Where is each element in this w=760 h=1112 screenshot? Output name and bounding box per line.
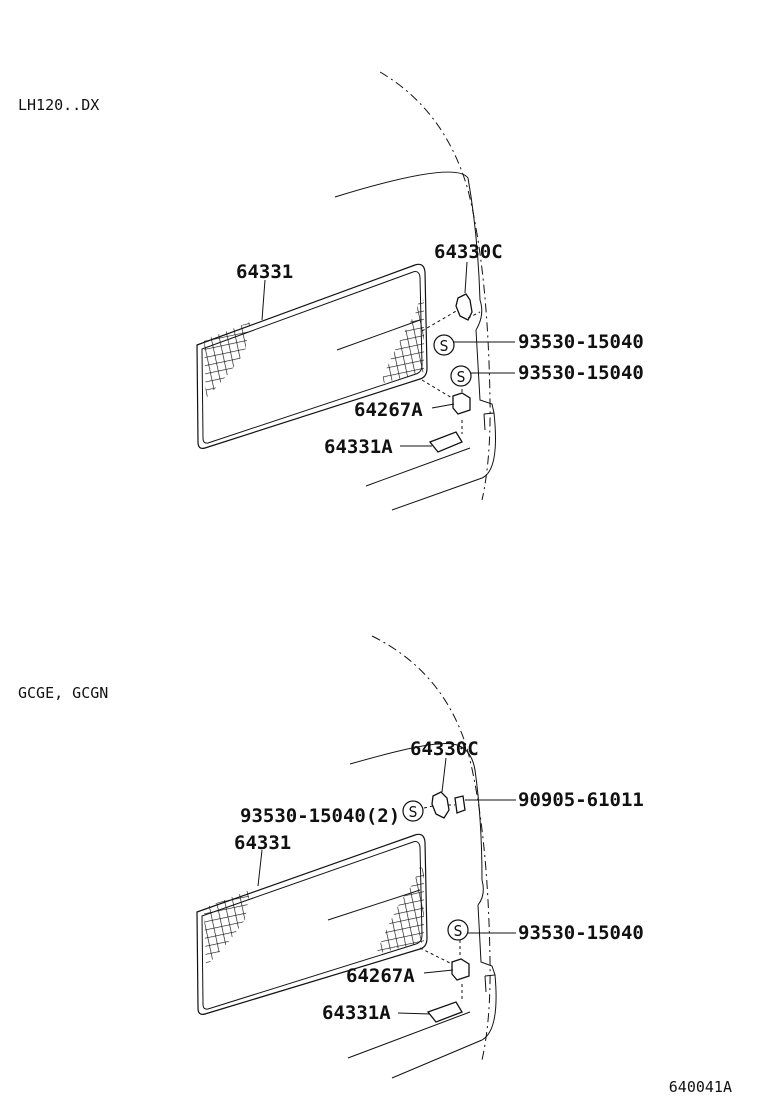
- label-93530-15040-2-top: 93530-15040: [518, 362, 644, 384]
- hinge-part-64330c-top: [421, 261, 481, 332]
- label-64330c-bottom: 64330C: [410, 738, 479, 760]
- cover-64331a-bottom: [397, 984, 463, 1023]
- label-64331a-top: 64331A: [324, 436, 393, 458]
- screw-symbol-right-bottom: S: [447, 919, 516, 941]
- svg-text:S: S: [408, 803, 417, 821]
- label-64330c-top: 64330C: [434, 241, 503, 263]
- label-64331a-bottom: 64331A: [322, 1002, 391, 1024]
- vehicle-body-outline-top: [334, 71, 496, 511]
- label-93530-15040-bottom: 93530-15040: [518, 922, 644, 944]
- variant-label-top: LH120..DX: [18, 96, 99, 114]
- clip-90905-61011-bottom: [448, 795, 516, 814]
- vehicle-body-outline-bottom: [327, 635, 497, 1079]
- svg-text:S: S: [439, 337, 448, 355]
- section-top: LH120..DX: [18, 71, 644, 511]
- svg-text:S: S: [456, 368, 465, 386]
- window-glass-64331-top: [196, 263, 428, 449]
- screw-symbol-1-top: S: [433, 334, 515, 356]
- svg-text:S: S: [453, 922, 462, 940]
- label-64267a-top: 64267A: [354, 399, 423, 421]
- label-93530-15040-1-top: 93530-15040: [518, 331, 644, 353]
- screw-symbol-2-top: S: [450, 365, 515, 387]
- section-bottom: GCGE, GCGN: [18, 635, 644, 1079]
- label-64267a-bottom: 64267A: [346, 965, 415, 987]
- hinge-part-64330c-bottom: [423, 757, 450, 819]
- label-90905-61011-bottom: 90905-61011: [518, 789, 644, 811]
- cover-64331a-top: [400, 420, 463, 453]
- label-93530-15040-2x-bottom: 93530-15040(2): [240, 805, 400, 827]
- window-glass-64331-bottom: [196, 833, 428, 1015]
- variant-label-bottom: GCGE, GCGN: [18, 684, 108, 702]
- screw-symbol-left-bottom: S: [402, 800, 424, 822]
- figure-code: 640041A: [669, 1078, 732, 1096]
- bracket-64267a-top: [421, 379, 471, 415]
- label-64331-top: 64331: [236, 261, 293, 283]
- bracket-64267a-bottom: [419, 940, 470, 981]
- label-64331-bottom: 64331: [234, 832, 291, 854]
